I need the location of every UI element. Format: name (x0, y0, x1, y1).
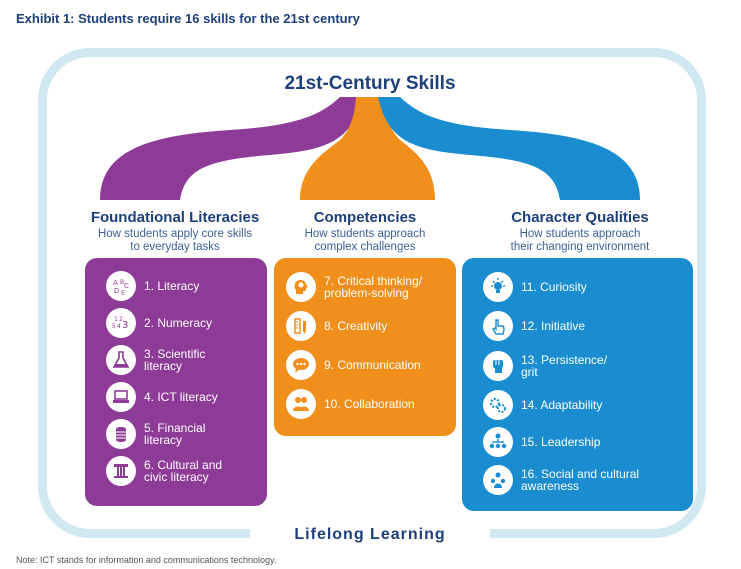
pencil-ruler-icon (286, 311, 316, 341)
svg-text:2: 2 (119, 316, 123, 323)
arch-orange (300, 97, 435, 200)
exhibit-title: Exhibit 1: Students require 16 skills fo… (16, 11, 360, 26)
skill-label: 5. Financial literacy (144, 421, 206, 447)
column-title: Foundational Literacies (90, 209, 260, 226)
skill-label: 11. Curiosity (521, 280, 587, 294)
skill-label: 12. Initiative (521, 319, 586, 333)
skill-label: 16. Social and cultural awareness (521, 467, 640, 493)
column-subtitle: How students approach their changing env… (510, 228, 650, 253)
skill-label: 10. Collaboration (324, 397, 415, 411)
skill-item-curiosity: 11. Curiosity (483, 272, 587, 302)
footnote: Note: ICT stands for information and com… (16, 555, 277, 565)
skill-label: 3. Scientific literacy (144, 347, 206, 373)
lifelong-learning-label: Lifelong Learning (250, 522, 490, 548)
svg-text:1: 1 (114, 316, 118, 323)
arch-purple (100, 97, 362, 200)
skill-item-cultural-civic-literacy: 6. Cultural and civic literacy (106, 456, 222, 486)
laptop-icon (106, 382, 136, 412)
skill-item-financial-literacy: 5. Financial literacy (106, 419, 205, 449)
column-foundational-header: Foundational Literacies How students app… (75, 209, 275, 254)
skill-label: 9. Communication (324, 358, 421, 372)
skill-item-initiative: 12. Initiative (483, 311, 585, 341)
skill-item-scientific-literacy: 3. Scientific literacy (106, 345, 205, 375)
skill-label: 4. ICT literacy (144, 390, 218, 404)
svg-text:5: 5 (112, 323, 116, 330)
svg-text:E: E (121, 290, 125, 296)
skill-item-persistence-grit: 13. Persistence/ grit (483, 351, 607, 381)
skill-label: 13. Persistence/ grit (521, 353, 608, 379)
hand-pointer-icon (483, 311, 513, 341)
skill-item-communication: 9. Communication (286, 350, 421, 380)
head-gear-icon (286, 272, 316, 302)
org-chart-icon (483, 427, 513, 457)
svg-text:4: 4 (117, 323, 121, 330)
column-character-header: Character Qualities How students approac… (460, 209, 700, 254)
skill-label: 6. Cultural and civic literacy (144, 458, 223, 484)
people-icon (286, 389, 316, 419)
skill-item-ict-literacy: 4. ICT literacy (106, 382, 218, 412)
column-subtitle: How students approach complex challenges (304, 228, 426, 253)
skill-item-leadership: 15. Leadership (483, 427, 600, 457)
column-title: Competencies (313, 209, 417, 226)
column-subtitle: How students apply core skills to everyd… (97, 228, 253, 253)
group-icon (483, 465, 513, 495)
pillar-icon (106, 456, 136, 486)
column-competencies-header: Competencies How students approach compl… (270, 209, 460, 254)
main-title: 21st-Century Skills (284, 73, 456, 94)
skill-item-adaptability: 14. Adaptability (483, 390, 602, 420)
skill-item-collaboration: 10. Collaboration (286, 389, 415, 419)
skill-item-critical-thinking: 7. Critical thinking/ problem-solving (286, 272, 422, 302)
svg-text:C: C (124, 282, 129, 290)
svg-text:3: 3 (122, 320, 128, 331)
skill-label: 1. Literacy (144, 279, 200, 293)
arch-blue (378, 97, 640, 200)
svg-text:A: A (113, 279, 118, 287)
svg-text:D: D (114, 287, 119, 295)
skill-item-creativity: 8. Creativity (286, 311, 387, 341)
speech-bubble-icon (286, 350, 316, 380)
column-title: Character Qualities (511, 209, 649, 226)
skill-label: 14. Adaptability (521, 398, 603, 412)
gears-icon (483, 390, 513, 420)
svg-text:B: B (120, 279, 124, 286)
fist-icon (483, 351, 513, 381)
skill-label: 2. Numeracy (144, 316, 213, 330)
skill-label: 7. Critical thinking/ problem-solving (324, 274, 423, 300)
lightbulb-icon (483, 272, 513, 302)
flask-icon (106, 345, 136, 375)
coins-icon (106, 419, 136, 449)
skill-label: 15. Leadership (521, 435, 601, 449)
skill-item-social-cultural-awareness: 16. Social and cultural awareness (483, 465, 639, 495)
skill-label: 8. Creativity (324, 319, 388, 333)
